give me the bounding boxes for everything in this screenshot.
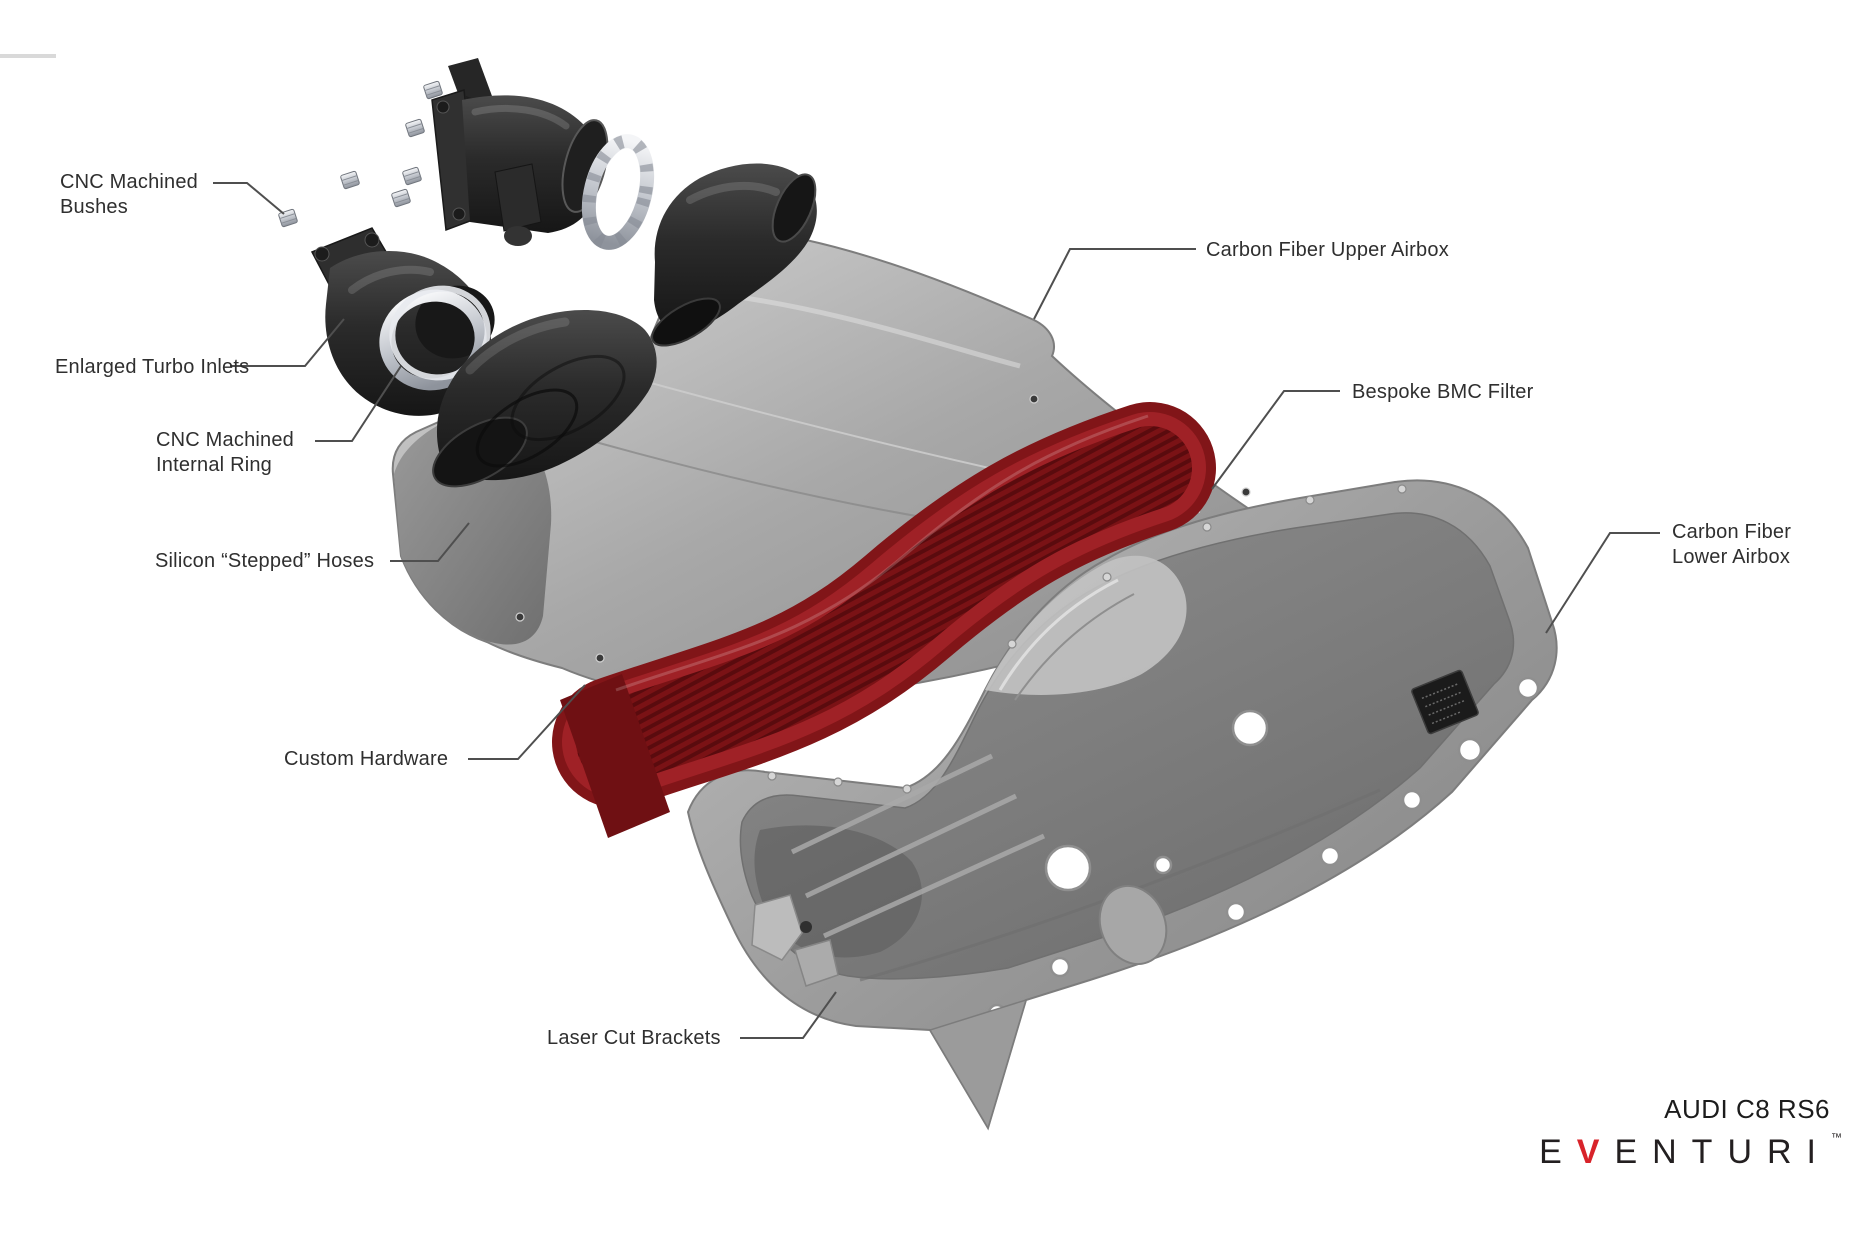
callout-enlarged-turbo-inlets: Enlarged Turbo Inlets [55,356,250,378]
leader-upper-airbox [1033,248,1196,320]
laser-cut-brackets-part [751,894,1028,1130]
leader-lower-airbox [1545,532,1660,634]
trademark-symbol: ™ [1831,1132,1842,1144]
model-title: AUDI C8 RS6 [1664,1094,1830,1124]
eventuri-logo: EVENTURI™ [1470,1132,1842,1172]
leader-silicon-hoses [390,522,470,562]
callout-cnc-internal-ring: CNC Machined Internal Ring [156,429,295,476]
lower-airbox-part [686,479,1558,1131]
leader-enlarged-turbo-inlets [230,318,345,367]
serial-label-plate [1411,669,1479,735]
callout-silicon-hoses: Silicon “Stepped” Hoses [155,550,375,572]
clamp-ring-part [581,134,655,250]
leader-bmc-filter [1211,390,1340,490]
page-edge-mark [0,54,56,58]
callout-upper-airbox: Carbon Fiber Upper Airbox [1206,239,1449,261]
internal-ring-part [379,285,491,391]
callout-custom-hardware: Custom Hardware [284,748,449,770]
leader-custom-hardware [468,684,586,760]
leader-lines [213,182,1660,1039]
callout-laser-cut-brackets: Laser Cut Brackets [547,1027,721,1049]
callout-cnc-bushes: CNC Machined Bushes [60,171,199,218]
cnc-bushes-part [278,80,443,228]
leader-cnc-internal-ring [315,365,402,442]
turbo-inlet-lower-part [310,227,495,416]
stepped-hose-part [432,310,657,488]
callout-lower-airbox: Carbon Fiber Lower Airbox [1672,521,1792,568]
logo-v-mark: V [1576,1133,1615,1171]
bmc-filter-part [552,402,1216,838]
logo-letter-e: E [1539,1133,1577,1171]
callout-bmc-filter: Bespoke BMC Filter [1352,381,1534,403]
elbow-hose-part [651,163,817,347]
leader-laser-cut-brackets [740,991,837,1039]
logo-letters-enturi: ENTURI [1614,1133,1831,1171]
turbo-inlet-upper-part [431,58,609,246]
leader-cnc-bushes [213,182,285,215]
